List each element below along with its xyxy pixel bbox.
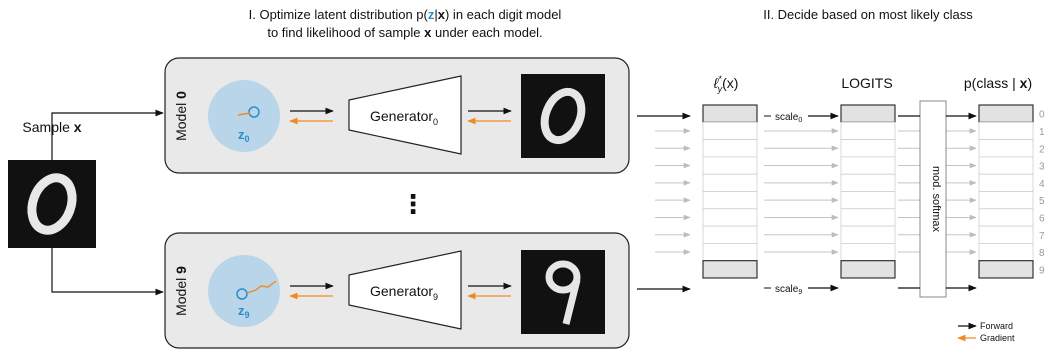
class-index-0: 0 [1039,110,1045,121]
model-0-box: Model 0 z0 Generator0 [164,57,630,174]
sample-label: Sample x [22,119,81,135]
likelihood-cell-8 [702,242,758,262]
header-right: II. Decide based on most likely class [763,7,973,22]
generated-image-0 [521,74,605,158]
logit-cell-7 [840,225,896,244]
sample-to-model0-arrow [51,109,164,160]
likelihood-cell-6 [702,208,758,227]
class-index-7: 7 [1039,231,1045,242]
scale-label-0: scale0 [775,112,802,124]
prob-cell-0 [978,104,1034,123]
logit-cell-3 [840,156,896,175]
latent-z-label-9: z9 [238,303,250,320]
gray-row-arrows [655,128,977,255]
likelihood-cell-4 [702,173,758,192]
prob-cell-2 [978,139,1034,158]
latent-circle-0 [208,80,280,152]
likelihood-cell-1 [702,121,758,141]
prob-cell-5 [978,191,1034,210]
model-9-label: Model 9 [173,266,189,316]
class-index-3: 3 [1039,162,1045,173]
sample-to-model9-arrow [51,248,164,296]
prob-cell-4 [978,173,1034,192]
latent-trajectory-0 [237,112,251,116]
latent-point-icon-9 [236,288,248,300]
legend-forward-label: Forward [980,321,1013,331]
latent-z-label-0: z0 [238,127,250,144]
likelihood-cell-9 [702,260,758,279]
prob-cell-8 [978,242,1034,262]
softmax-label: mod. softmax [930,166,942,233]
logit-cell-2 [840,139,896,158]
latent-circle-9 [208,255,280,327]
class-index-4: 4 [1039,179,1045,190]
generator-9-label: Generator9 [370,283,438,302]
logit-cell-6 [840,208,896,227]
likelihood-cell-0 [702,104,758,123]
prob-cell-6 [978,208,1034,227]
legend-gradient-label: Gradient [980,333,1015,343]
header-left-line1: I. Optimize latent distribution p(z|x) i… [249,7,562,22]
generator-9 [348,250,462,330]
scale-label-9: scale9 [775,284,802,296]
sample-image [8,160,96,248]
value-columns [702,104,1034,279]
class-index-1: 1 [1039,127,1045,138]
prob-cell-1 [978,121,1034,141]
logit-cell-4 [840,173,896,192]
class-index-8: 8 [1039,248,1045,259]
prob-cell-9 [978,260,1034,279]
class-index-labels: 0 1 2 3 4 5 6 7 8 9 [1039,110,1045,277]
models-ellipsis: ⋮ [400,189,426,219]
header-left-line2: to find likelihood of sample x under eac… [267,25,542,40]
class-index-6: 6 [1039,213,1045,224]
logit-cell-8 [840,242,896,262]
likelihood-cell-3 [702,156,758,175]
likelihood-column-header: ℓ*y(x) [713,74,739,94]
class-index-9: 9 [1039,265,1045,276]
class-index-2: 2 [1039,144,1045,155]
model-0-label: Model 0 [173,91,189,141]
logits-column-header: LOGITS [841,75,892,91]
likelihood-cell-2 [702,139,758,158]
prob-column-header: p(class | x) [964,75,1032,91]
generated-image-9 [521,250,605,334]
class-index-5: 5 [1039,196,1045,207]
logit-cell-9 [840,260,896,279]
prob-cell-7 [978,225,1034,244]
generator-0 [348,75,462,155]
latent-trajectory-9 [246,280,277,294]
latent-point-icon-0 [248,106,260,118]
logit-cell-1 [840,121,896,141]
likelihood-cell-7 [702,225,758,244]
logit-cell-5 [840,191,896,210]
logit-cell-0 [840,104,896,123]
prob-cell-3 [978,156,1034,175]
generator-0-label: Generator0 [370,108,438,127]
model-9-box: Model 9 z9 Generator9 [164,232,630,349]
likelihood-cell-5 [702,191,758,210]
softmax-box [919,100,947,298]
